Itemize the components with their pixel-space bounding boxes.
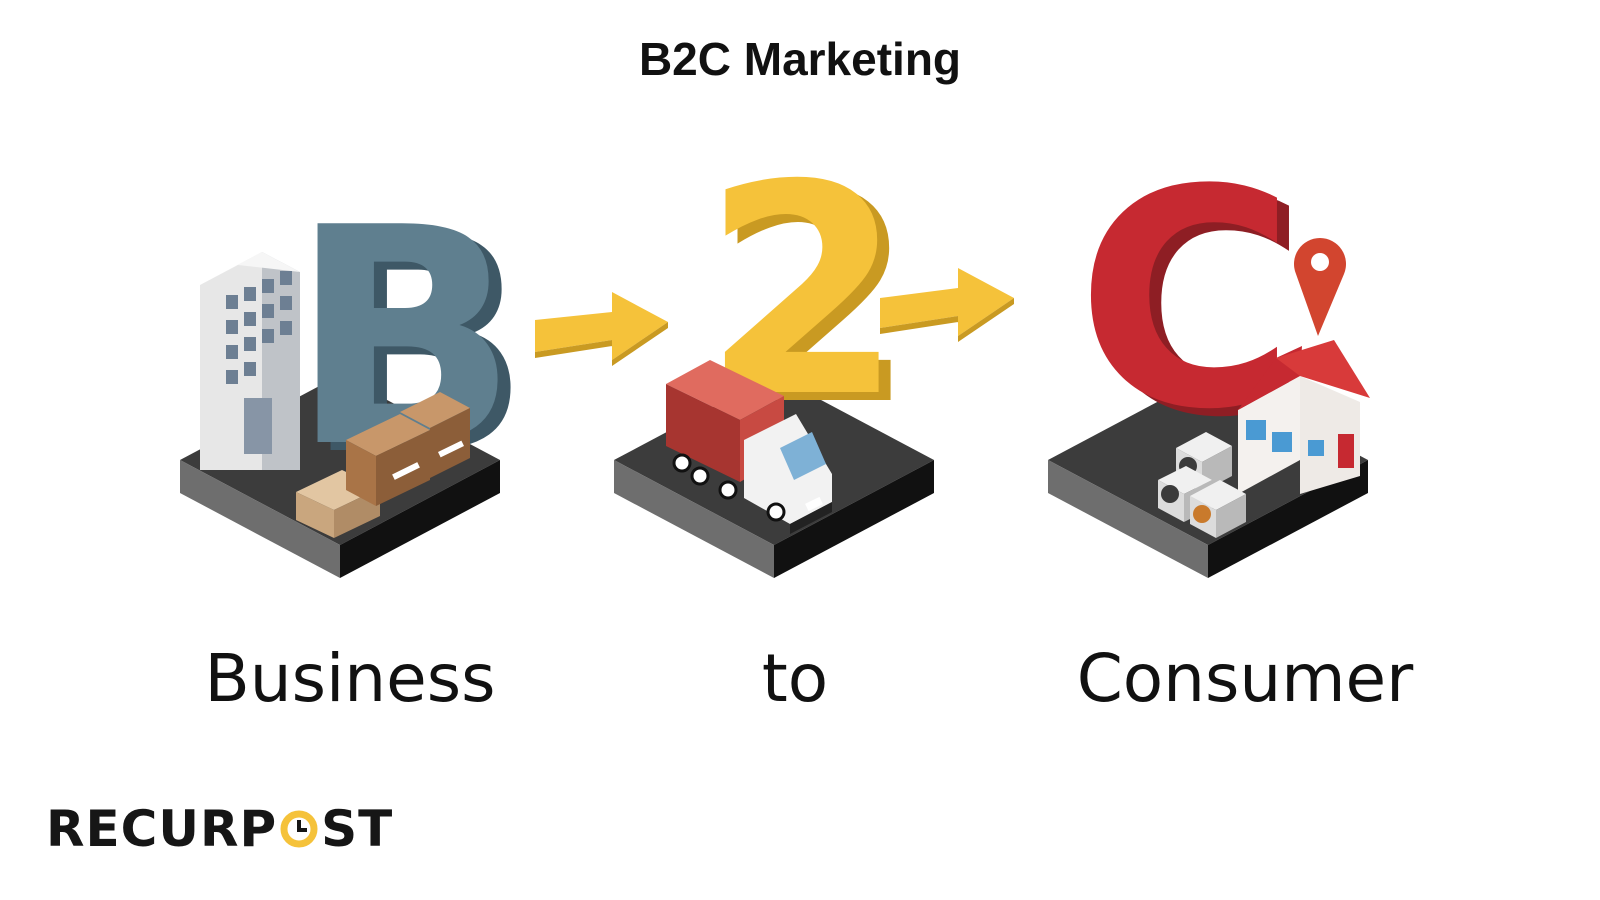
page-title: B2C Marketing bbox=[638, 33, 962, 85]
arrow-right-icon bbox=[535, 292, 668, 366]
recurpost-logo: RECURP ST bbox=[46, 800, 393, 858]
location-pin-icon bbox=[1294, 237, 1346, 336]
caption-business: Business bbox=[204, 640, 496, 717]
clock-logo-icon bbox=[280, 810, 318, 848]
to-illustration: 2 2 bbox=[614, 124, 934, 578]
delivery-truck-icon bbox=[666, 360, 832, 534]
house-icon bbox=[1238, 340, 1370, 494]
cardboard-boxes-icon bbox=[296, 392, 470, 538]
consumer-illustration: C C bbox=[1048, 126, 1370, 578]
logo-text-start: RECURP bbox=[46, 800, 278, 858]
caption-to: to bbox=[761, 640, 829, 717]
caption-consumer: Consumer bbox=[1076, 640, 1414, 717]
arrow-right-icon bbox=[880, 268, 1014, 342]
consumer-avatars-icon bbox=[1158, 432, 1246, 538]
office-building-icon bbox=[200, 252, 300, 470]
logo-text-end: ST bbox=[321, 800, 394, 858]
business-illustration: B B bbox=[180, 164, 532, 578]
